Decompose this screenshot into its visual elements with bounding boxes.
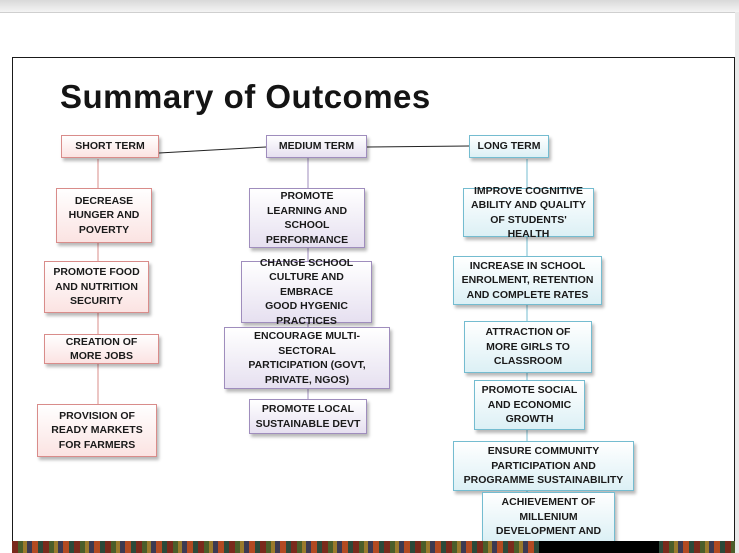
short-term-item: PROMOTE FOOD AND NUTRITION SECURITY (44, 261, 149, 313)
heading-connector-short-medium (158, 146, 267, 154)
short-term-item: DECREASE HUNGER AND POVERTY (56, 188, 152, 243)
medium-term-item: ENCOURAGE MULTI-SECTORAL PARTICIPATION (… (224, 327, 390, 389)
long-term-item: ENSURE COMMUNITY PARTICIPATION AND PROGR… (453, 441, 634, 491)
heading-connector-medium-long (366, 145, 470, 148)
medium-term-item: PROMOTE LEARNING AND SCHOOL PERFORMANCE (249, 188, 365, 248)
long-term-item: ATTRACTION OF MORE GIRLS TO CLASSROOM (464, 321, 592, 373)
short-term-item: PROVISION OF READY MARKETS FOR FARMERS (37, 404, 157, 457)
long-term-item: PROMOTE SOCIAL AND ECONOMIC GROWTH (474, 380, 585, 430)
heading-long-term: LONG TERM (469, 135, 549, 158)
long-term-item: ACHIEVEMENT OF MILLENIUM DEVELOPMENT AND (482, 492, 615, 542)
long-term-item: IMPROVE COGNITIVE ABILITY AND QUALITY OF… (463, 185, 594, 240)
window-top-bar (0, 0, 739, 13)
long-term-item: INCREASE IN SCHOOL ENROLMENT, RETENTION … (453, 256, 602, 305)
short-term-item: CREATION OF MORE JOBS (44, 334, 159, 364)
window-right-edge (735, 12, 739, 553)
slide-footer-black-block (539, 541, 659, 553)
medium-term-item: PROMOTE LOCAL SUSTAINABLE DEVT (249, 399, 367, 434)
heading-medium-term: MEDIUM TERM (266, 135, 367, 158)
medium-term-item: CHANGE SCHOOL CULTURE AND EMBRACE GOOD H… (241, 257, 372, 327)
heading-short-term: SHORT TERM (61, 135, 159, 158)
slide: Summary of Outcomes SHORT TERM MEDIUM TE… (12, 57, 735, 543)
slide-title: Summary of Outcomes (60, 78, 431, 115)
